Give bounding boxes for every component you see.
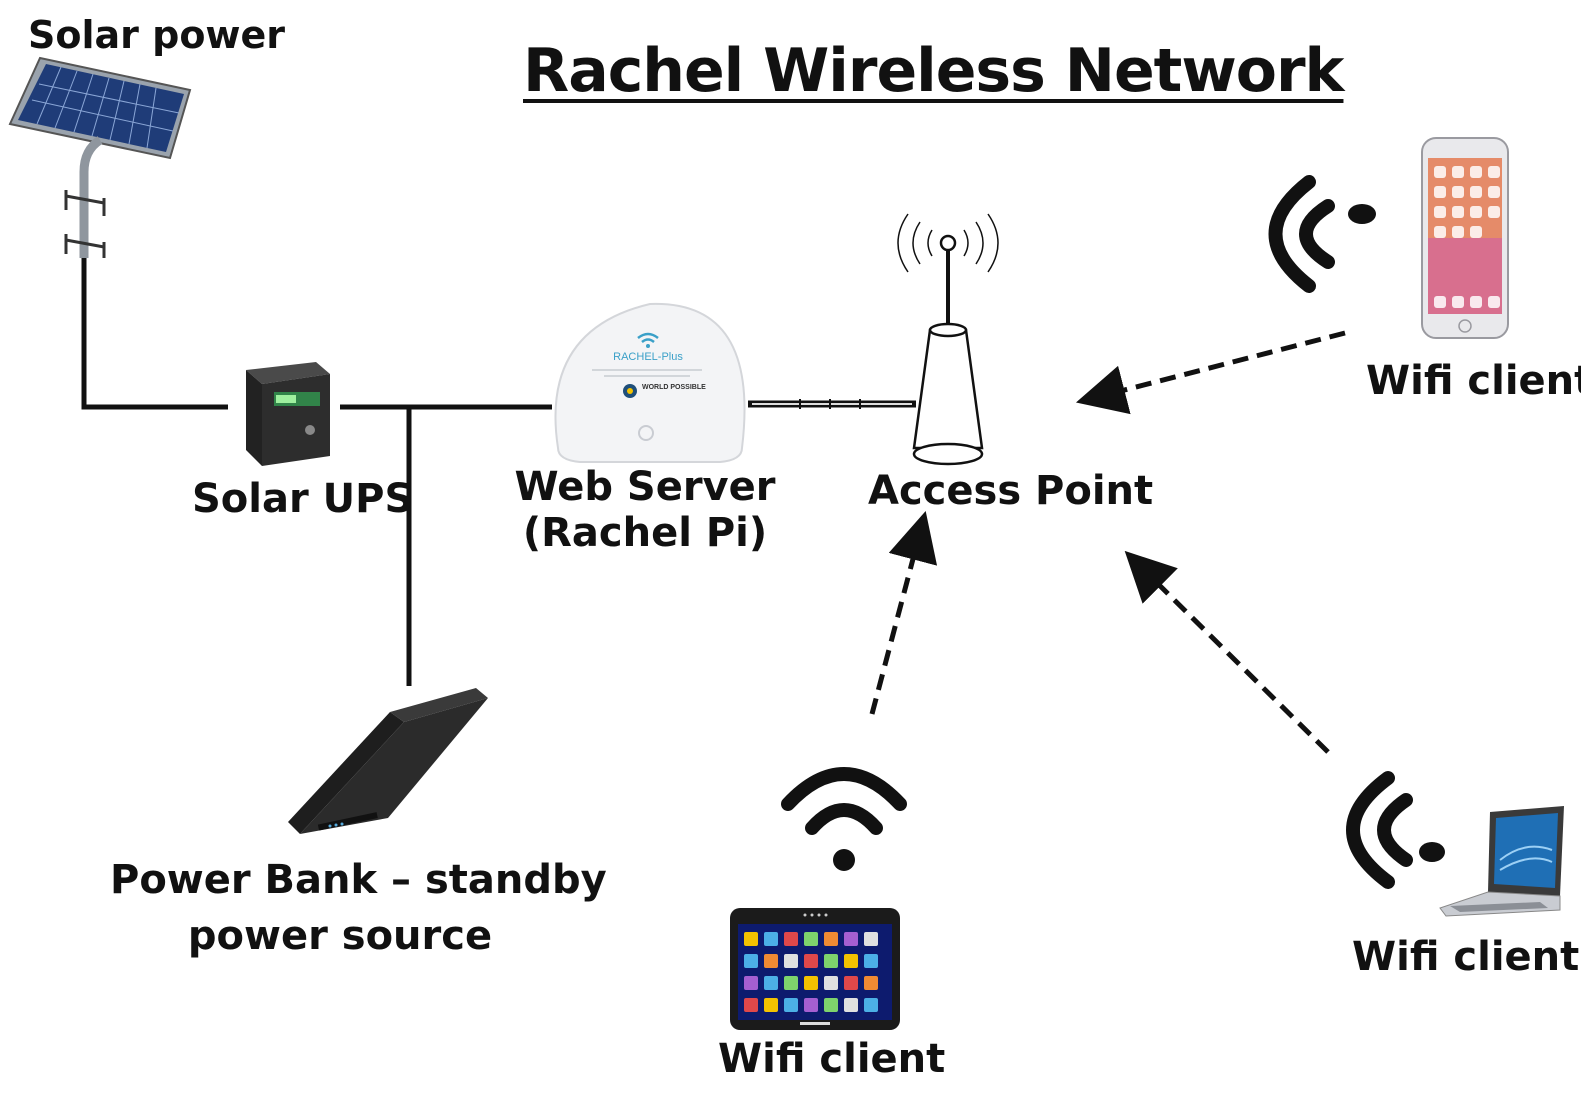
- wifi-signal-icon: [1268, 175, 1376, 293]
- smartphone-icon: [1421, 137, 1509, 339]
- power-connections: [81, 250, 552, 686]
- server-to-ap-cable: [748, 399, 916, 409]
- phone-to-ap-arrow: [1075, 330, 1346, 415]
- power-bank-label-line2: power source: [187, 913, 493, 959]
- server-brand-text: WORLD POSSIBLE: [642, 384, 706, 391]
- page-title: Rachel Wireless Network: [523, 36, 1344, 106]
- solar-power-label: Solar power: [28, 13, 286, 57]
- access-point-label: Access Point: [868, 468, 1154, 514]
- tablet-to-ap-arrow: [869, 510, 938, 715]
- solar-to-ups-line: [81, 250, 228, 410]
- ups-icon: [246, 362, 330, 466]
- tablet-icon: [730, 908, 900, 1030]
- laptop-icon: [1439, 806, 1564, 917]
- wifi-client-laptop-label: Wifi client: [1352, 934, 1580, 980]
- wifi-signal-icon: [781, 767, 907, 871]
- laptop-to-ap-arrow: [1124, 550, 1330, 754]
- power-bank-label-line1: Power Bank – standby: [110, 857, 607, 903]
- server-icon: RACHEL-Plus WORLD POSSIBLE: [554, 302, 746, 463]
- solar-ups-label: Solar UPS: [192, 476, 414, 522]
- web-server-label-line1: Web Server: [514, 464, 776, 510]
- web-server-label-line2: (Rachel Pi): [522, 510, 768, 556]
- wifi-client-phone-label: Wifi client: [1366, 358, 1581, 404]
- power-bank-icon: [288, 688, 488, 834]
- power-bank-label: Power Bank – standby power source: [110, 852, 607, 964]
- solar-panel-icon: [8, 56, 192, 258]
- wifi-signal-icon: [1346, 771, 1445, 889]
- access-point-icon: [897, 213, 999, 466]
- wifi-arrows: [869, 330, 1346, 754]
- web-server-label: Web Server (Rachel Pi): [510, 464, 780, 556]
- wifi-client-tablet-label: Wifi client: [718, 1036, 946, 1082]
- server-device-text: RACHEL-Plus: [613, 351, 683, 363]
